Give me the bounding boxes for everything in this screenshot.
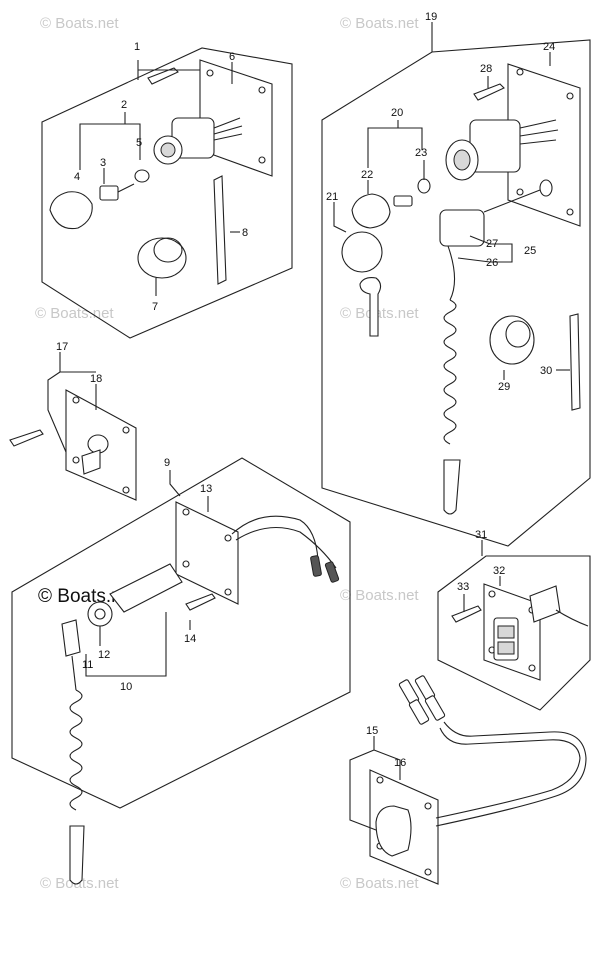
callout-15: 15 bbox=[366, 725, 378, 737]
group-1-ignition-switch: 1 2 3 4 5 6 7 8 bbox=[41, 41, 293, 339]
callout-28: 28 bbox=[480, 63, 492, 75]
group-15-tilt-switch: 15 16 bbox=[349, 675, 587, 885]
callout-13: 13 bbox=[200, 483, 212, 495]
lanyard-clip bbox=[443, 459, 461, 515]
callout-30: 30 bbox=[540, 365, 552, 377]
callout-3: 3 bbox=[100, 157, 106, 169]
screw bbox=[147, 67, 179, 85]
callout-14: 14 bbox=[184, 633, 196, 645]
spare-key bbox=[359, 277, 382, 337]
cap bbox=[489, 315, 535, 365]
switch-knob bbox=[375, 805, 412, 857]
callout-19: 19 bbox=[425, 11, 437, 23]
group-31-frame bbox=[437, 555, 591, 711]
callout-2: 2 bbox=[121, 99, 127, 111]
callout-18: 18 bbox=[90, 373, 102, 385]
screw bbox=[185, 593, 216, 611]
callout-12: 12 bbox=[98, 649, 110, 661]
switch-plate bbox=[175, 501, 239, 605]
cable-tie bbox=[213, 175, 227, 285]
callout-25: 25 bbox=[524, 245, 536, 257]
callout-21: 21 bbox=[326, 191, 338, 203]
group-9-frame bbox=[11, 457, 351, 809]
nut bbox=[87, 601, 113, 627]
watermark-text: © Boats.net bbox=[340, 15, 419, 32]
group-9-emergency-stop: 9 13 14 11 12 10 bbox=[11, 457, 351, 885]
cable-tie bbox=[569, 313, 581, 411]
stop-switch bbox=[439, 209, 485, 247]
callout-16: 16 bbox=[394, 757, 406, 769]
callout-27: 27 bbox=[486, 238, 498, 250]
watermarks: © Boats.net © Boats.net © Boats.net © Bo… bbox=[35, 15, 419, 892]
lanyard-coil bbox=[443, 299, 457, 445]
callout-11: 11 bbox=[82, 659, 93, 671]
key bbox=[393, 195, 413, 207]
watermark-text: © Boats.net bbox=[40, 875, 119, 892]
screw bbox=[473, 83, 505, 101]
callout-29: 29 bbox=[498, 381, 510, 393]
callout-6: 6 bbox=[229, 51, 235, 63]
key-head bbox=[351, 193, 391, 229]
key-cover bbox=[49, 191, 93, 230]
callout-10: 10 bbox=[120, 681, 132, 693]
lanyard-hook bbox=[69, 825, 85, 885]
callout-8: 8 bbox=[242, 227, 248, 239]
callout-9: 9 bbox=[164, 457, 170, 469]
watermark-main: © Boats.net bbox=[38, 586, 138, 607]
callout-22: 22 bbox=[361, 169, 373, 181]
group-17-switch-plate: 17 18 bbox=[9, 341, 137, 501]
group-31-rocker-switch: 31 32 33 bbox=[437, 529, 591, 711]
callout-24: 24 bbox=[543, 41, 555, 53]
callout-26: 26 bbox=[486, 257, 498, 269]
watermark-text: © Boats.net bbox=[340, 305, 419, 322]
callout-17: 17 bbox=[56, 341, 68, 353]
nut bbox=[417, 178, 431, 194]
callout-33: 33 bbox=[457, 581, 469, 593]
key-ring bbox=[341, 231, 383, 273]
watermark-text: © Boats.net bbox=[340, 587, 419, 604]
callout-4: 4 bbox=[74, 171, 80, 183]
watermark-text: © Boats.net bbox=[35, 305, 114, 322]
switch-body bbox=[109, 563, 183, 613]
callout-20: 20 bbox=[391, 107, 403, 119]
screw bbox=[451, 605, 482, 623]
watermark-text: © Boats.net bbox=[40, 15, 119, 32]
key bbox=[99, 185, 119, 201]
lanyard-coil bbox=[69, 689, 83, 811]
callout-23: 23 bbox=[415, 147, 427, 159]
screw bbox=[9, 429, 44, 447]
group-1-frame bbox=[41, 47, 293, 339]
callout-1: 1 bbox=[134, 41, 140, 53]
callout-5: 5 bbox=[136, 137, 142, 149]
callout-7: 7 bbox=[152, 301, 158, 313]
group-19-key-switch-kit: 19 24 28 20 22 23 21 27 25 26 29 30 bbox=[321, 11, 591, 547]
lanyard-clip bbox=[61, 619, 81, 657]
switch-plate bbox=[199, 59, 273, 177]
cap bbox=[137, 237, 187, 279]
callout-32: 32 bbox=[493, 565, 505, 577]
callout-31: 31 bbox=[475, 529, 487, 541]
nut bbox=[134, 169, 150, 183]
watermark-text: © Boats.net bbox=[340, 875, 419, 892]
